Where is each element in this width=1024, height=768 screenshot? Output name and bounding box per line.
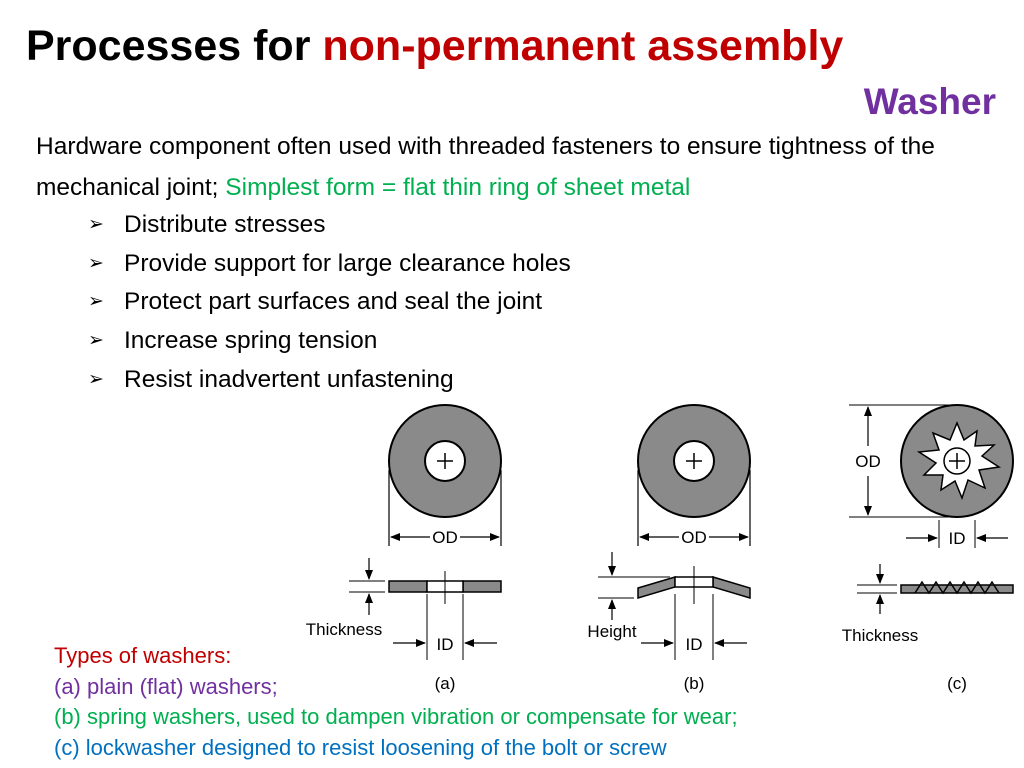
arrow-bullet-icon: ➢ [88,330,104,352]
arrow-bullet-icon: ➢ [88,368,104,390]
lockwasher-figure: OD ID Thickness (c) [842,404,1014,693]
od-dimension: OD [849,404,957,518]
type-c-text: (c) lockwasher designed to resist loosen… [54,734,667,760]
thickness-dimension: Thickness [842,564,919,645]
spring-washer-figure: OD Height ID (b) [587,404,751,693]
plain-washer-side-view [388,571,502,604]
bullet-item: ➢ Increase spring tension [88,322,571,361]
caption-c: (c) [947,674,967,693]
thickness-dimension: Thickness [306,558,385,639]
bullet-text: Provide support for large clearance hole… [124,249,571,277]
washer-types-list: Types of washers: (a) plain (flat) washe… [54,641,738,763]
od-label: OD [432,528,458,547]
od-dimension: OD [388,470,502,547]
types-heading: Types of washers: [54,643,232,668]
slide-subtitle: Washer [863,81,996,122]
id-dimension: ID [641,594,747,660]
arrow-bullet-icon: ➢ [88,214,104,235]
intro-green-text: Simplest form = flat thin ring of sheet … [225,174,691,201]
od-label: OD [855,452,881,471]
plain-washer-top-view [388,404,502,518]
bullet-text: Protect part surfaces and seal the joint [124,288,543,316]
bullet-text: Resist inadvertent unfastening [124,365,454,393]
lockwasher-side-view [900,580,1014,595]
od-dimension: OD [637,470,751,547]
bullet-item: ➢ Distribute stresses [88,206,571,245]
id-dimension: ID [906,520,1008,548]
id-label: ID [686,635,703,654]
caption-a: (a) [435,674,456,693]
height-dimension: Height [587,552,670,641]
intro-text: Hardware component often used with threa… [36,133,935,201]
id-label: ID [437,635,454,654]
id-label: ID [949,529,966,548]
arrow-bullet-icon: ➢ [88,252,104,274]
plain-washer-figure: OD Thickness ID (a) [306,404,502,693]
bullet-item: ➢ Resist inadvertent unfastening [88,361,571,400]
type-a-text: (a) plain (flat) washers; [54,673,278,699]
caption-b: (b) [684,674,705,693]
lockwasher-top-view [900,404,1014,518]
height-label: Height [587,622,636,641]
arrow-bullet-icon: ➢ [88,291,104,313]
bullet-item: ➢ Provide support for large clearance hol… [88,245,571,284]
type-b-text: (b) spring washers, used to dampen vibra… [54,704,738,729]
thickness-label: Thickness [306,620,383,639]
title-prefix: Processes for [26,22,323,70]
title-highlight: non-permanent assembly [322,22,844,70]
id-dimension: ID [393,594,497,660]
spring-washer-side-view [637,566,751,604]
thickness-label: Thickness [842,626,919,645]
slide-title: Processes for non-permanent assembly [26,20,843,72]
bullet-item: ➢ Protect part surfaces and seal the join… [88,283,571,322]
bullet-text: Increase spring tension [124,327,378,355]
intro-paragraph: Hardware component often used with threa… [36,126,1011,208]
bullet-text: Distribute stresses [124,211,326,238]
bullet-list: ➢ Distribute stresses ➢ Provide support fo… [88,206,571,400]
spring-washer-top-view [637,404,751,518]
od-label: OD [681,528,707,547]
